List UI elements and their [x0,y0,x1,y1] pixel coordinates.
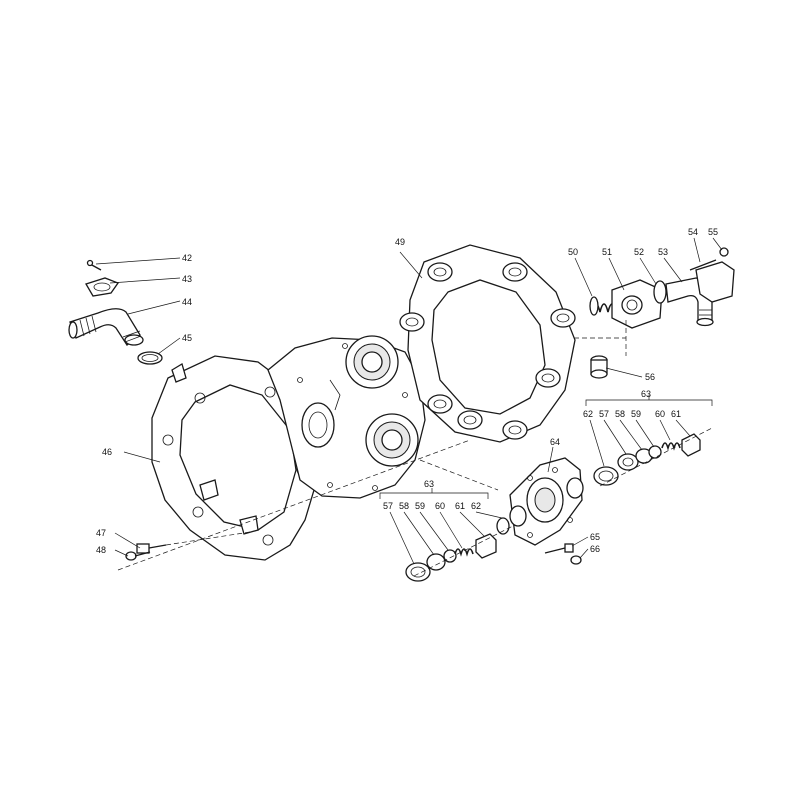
callout-60-left: 60 [435,501,445,511]
callout-51: 51 [602,247,612,257]
part-65-screw [544,543,574,554]
part-66-washer [570,555,582,565]
callout-60-right: 60 [655,409,665,419]
part-43-gasket [85,277,120,297]
callout-43: 43 [182,274,192,284]
bracket-63-left [379,492,489,499]
callout-42: 42 [182,253,192,263]
part-57-seat-right [617,453,639,471]
axis-63-right [599,427,713,487]
callout-59-right: 59 [631,409,641,419]
part-57-seat-left [405,562,431,582]
callout-58-right: 58 [615,409,625,419]
callout-48: 48 [96,545,106,555]
callout-65: 65 [590,532,600,542]
pump-body [267,335,426,499]
part-61-cap-left [475,533,497,559]
callout-53: 53 [658,247,668,257]
callout-47: 47 [96,528,106,538]
part-48-washer-screw [125,551,151,561]
main-axis [117,439,471,571]
part-61-cap-right [681,433,701,457]
callout-52: 52 [634,247,644,257]
callout-45: 45 [182,333,192,343]
callout-46: 46 [102,447,112,457]
callout-56: 56 [645,372,655,382]
callout-62-left: 62 [471,501,481,511]
callout-63-left: 63 [424,479,434,489]
callout-63-right: 63 [641,389,651,399]
part-64-valve-head [509,457,584,546]
callout-58-left: 58 [399,501,409,511]
part-60-spring-left [454,548,474,557]
part-59-washer-right [648,445,662,459]
part-62-ring-right [593,466,619,486]
leader-lines [95,237,723,565]
callout-61-left: 61 [455,501,465,511]
callout-55: 55 [708,227,718,237]
part-52-o-ring [653,280,667,304]
callout-59-left: 59 [415,501,425,511]
part-58-disc-left [426,553,446,571]
axis-64 [419,459,499,491]
callout-44: 44 [182,297,192,307]
callout-57-left: 57 [383,501,393,511]
callout-64: 64 [550,437,560,447]
part-44-elbow-fitting [68,308,144,346]
axis-63-left [413,524,516,577]
callout-66: 66 [590,544,600,554]
part-51-valve-seat [611,279,663,329]
part-56-plug [590,355,608,379]
assembly-axis-47 [165,531,251,546]
part-47-screw [136,543,167,554]
part-54-gasket [689,259,735,303]
callout-49: 49 [395,237,405,247]
part-45-o-ring [137,351,163,365]
bracket-63-right [585,399,713,406]
callout-labels: 42 43 44 45 46 47 48 49 50 51 52 53 54 5… [96,227,718,555]
callout-62-right: 62 [583,409,593,419]
callout-61-right: 61 [671,409,681,419]
part-42-screw [86,259,102,271]
part-59-washer-left [443,549,457,563]
part-60-spring-right [661,442,681,451]
part-62-ring-left [496,517,510,535]
callout-57-right: 57 [599,409,609,419]
callout-54: 54 [688,227,698,237]
callout-50: 50 [568,247,578,257]
part-49-flange-ring [399,244,576,443]
part-46-housing-cover [151,355,321,561]
